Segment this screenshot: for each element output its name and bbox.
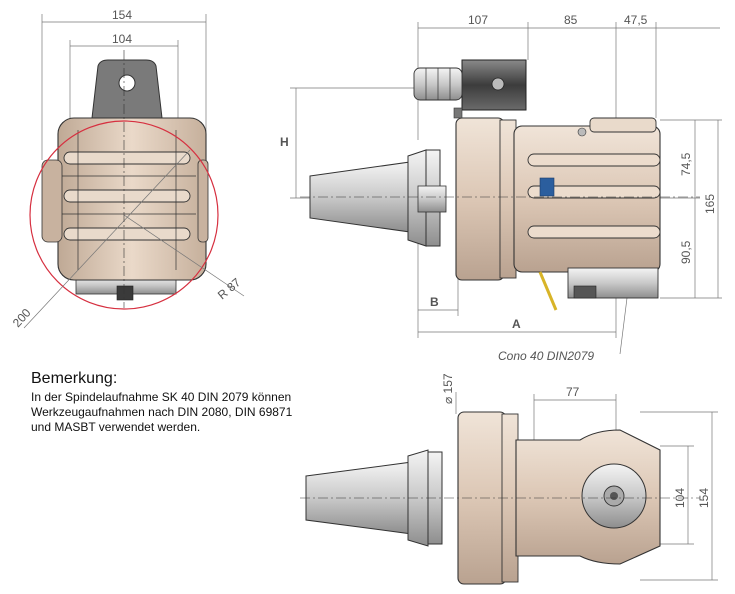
front-grooves	[62, 130, 196, 270]
side-grease-nipple	[577, 127, 587, 137]
side-foot-key	[573, 285, 597, 299]
front-dim-200: 200	[10, 306, 34, 330]
top-dim-104: 104	[673, 488, 687, 508]
side-dim-107: 107	[468, 13, 488, 27]
side-dimensions	[290, 22, 722, 355]
top-view	[300, 392, 718, 585]
side-screw	[453, 107, 463, 119]
front-body-right-flank	[197, 159, 209, 243]
front-dim-104: 104	[112, 32, 132, 46]
side-top-connector-hole	[491, 77, 505, 91]
side-dim-a: A	[512, 317, 521, 331]
side-view	[290, 22, 722, 355]
side-coolant-pipe	[538, 271, 558, 311]
remark-title: Bemerkung:	[31, 370, 118, 387]
side-drive-slot	[417, 185, 447, 213]
remark-body: In der Spindelaufnahme SK 40 DIN 2079 kö…	[31, 390, 293, 434]
top-dim-77: 77	[566, 385, 580, 399]
top-dimensions	[455, 392, 718, 581]
cone-label: Cono 40 DIN2079	[498, 349, 594, 363]
side-dim-b: B	[430, 295, 439, 309]
side-dim-47-5: 47,5	[624, 13, 648, 27]
side-head-top	[589, 117, 657, 133]
top-dim-154: 154	[697, 488, 711, 508]
clearance-circle	[29, 120, 219, 310]
side-dim-85: 85	[564, 13, 578, 27]
dimension-labels: 154 104 200 R 87 107 85 47,5 H 74,5 165 …	[10, 8, 717, 508]
remark-note: Bemerkung: In der Spindelaufnahme SK 40 …	[31, 370, 301, 435]
side-head-grooves	[527, 153, 661, 239]
side-dim-74-5: 74,5	[679, 152, 693, 176]
front-dimensions	[41, 14, 207, 160]
front-foot-key	[116, 285, 134, 301]
front-bracket-hole	[118, 74, 136, 92]
radius-leader	[123, 214, 245, 297]
side-dim-h: H	[280, 135, 289, 149]
diameter-leader	[23, 149, 191, 329]
top-spindle-center	[610, 492, 618, 500]
side-flange	[455, 117, 505, 281]
side-head	[513, 125, 661, 273]
side-dim-165: 165	[703, 194, 717, 214]
side-dim-90-5: 90,5	[679, 240, 693, 264]
front-dim-154: 154	[112, 8, 132, 22]
side-logo	[539, 177, 555, 197]
top-dim-157: ⌀ 157	[441, 373, 455, 404]
front-body-left-flank	[41, 159, 63, 243]
front-view	[23, 14, 245, 329]
